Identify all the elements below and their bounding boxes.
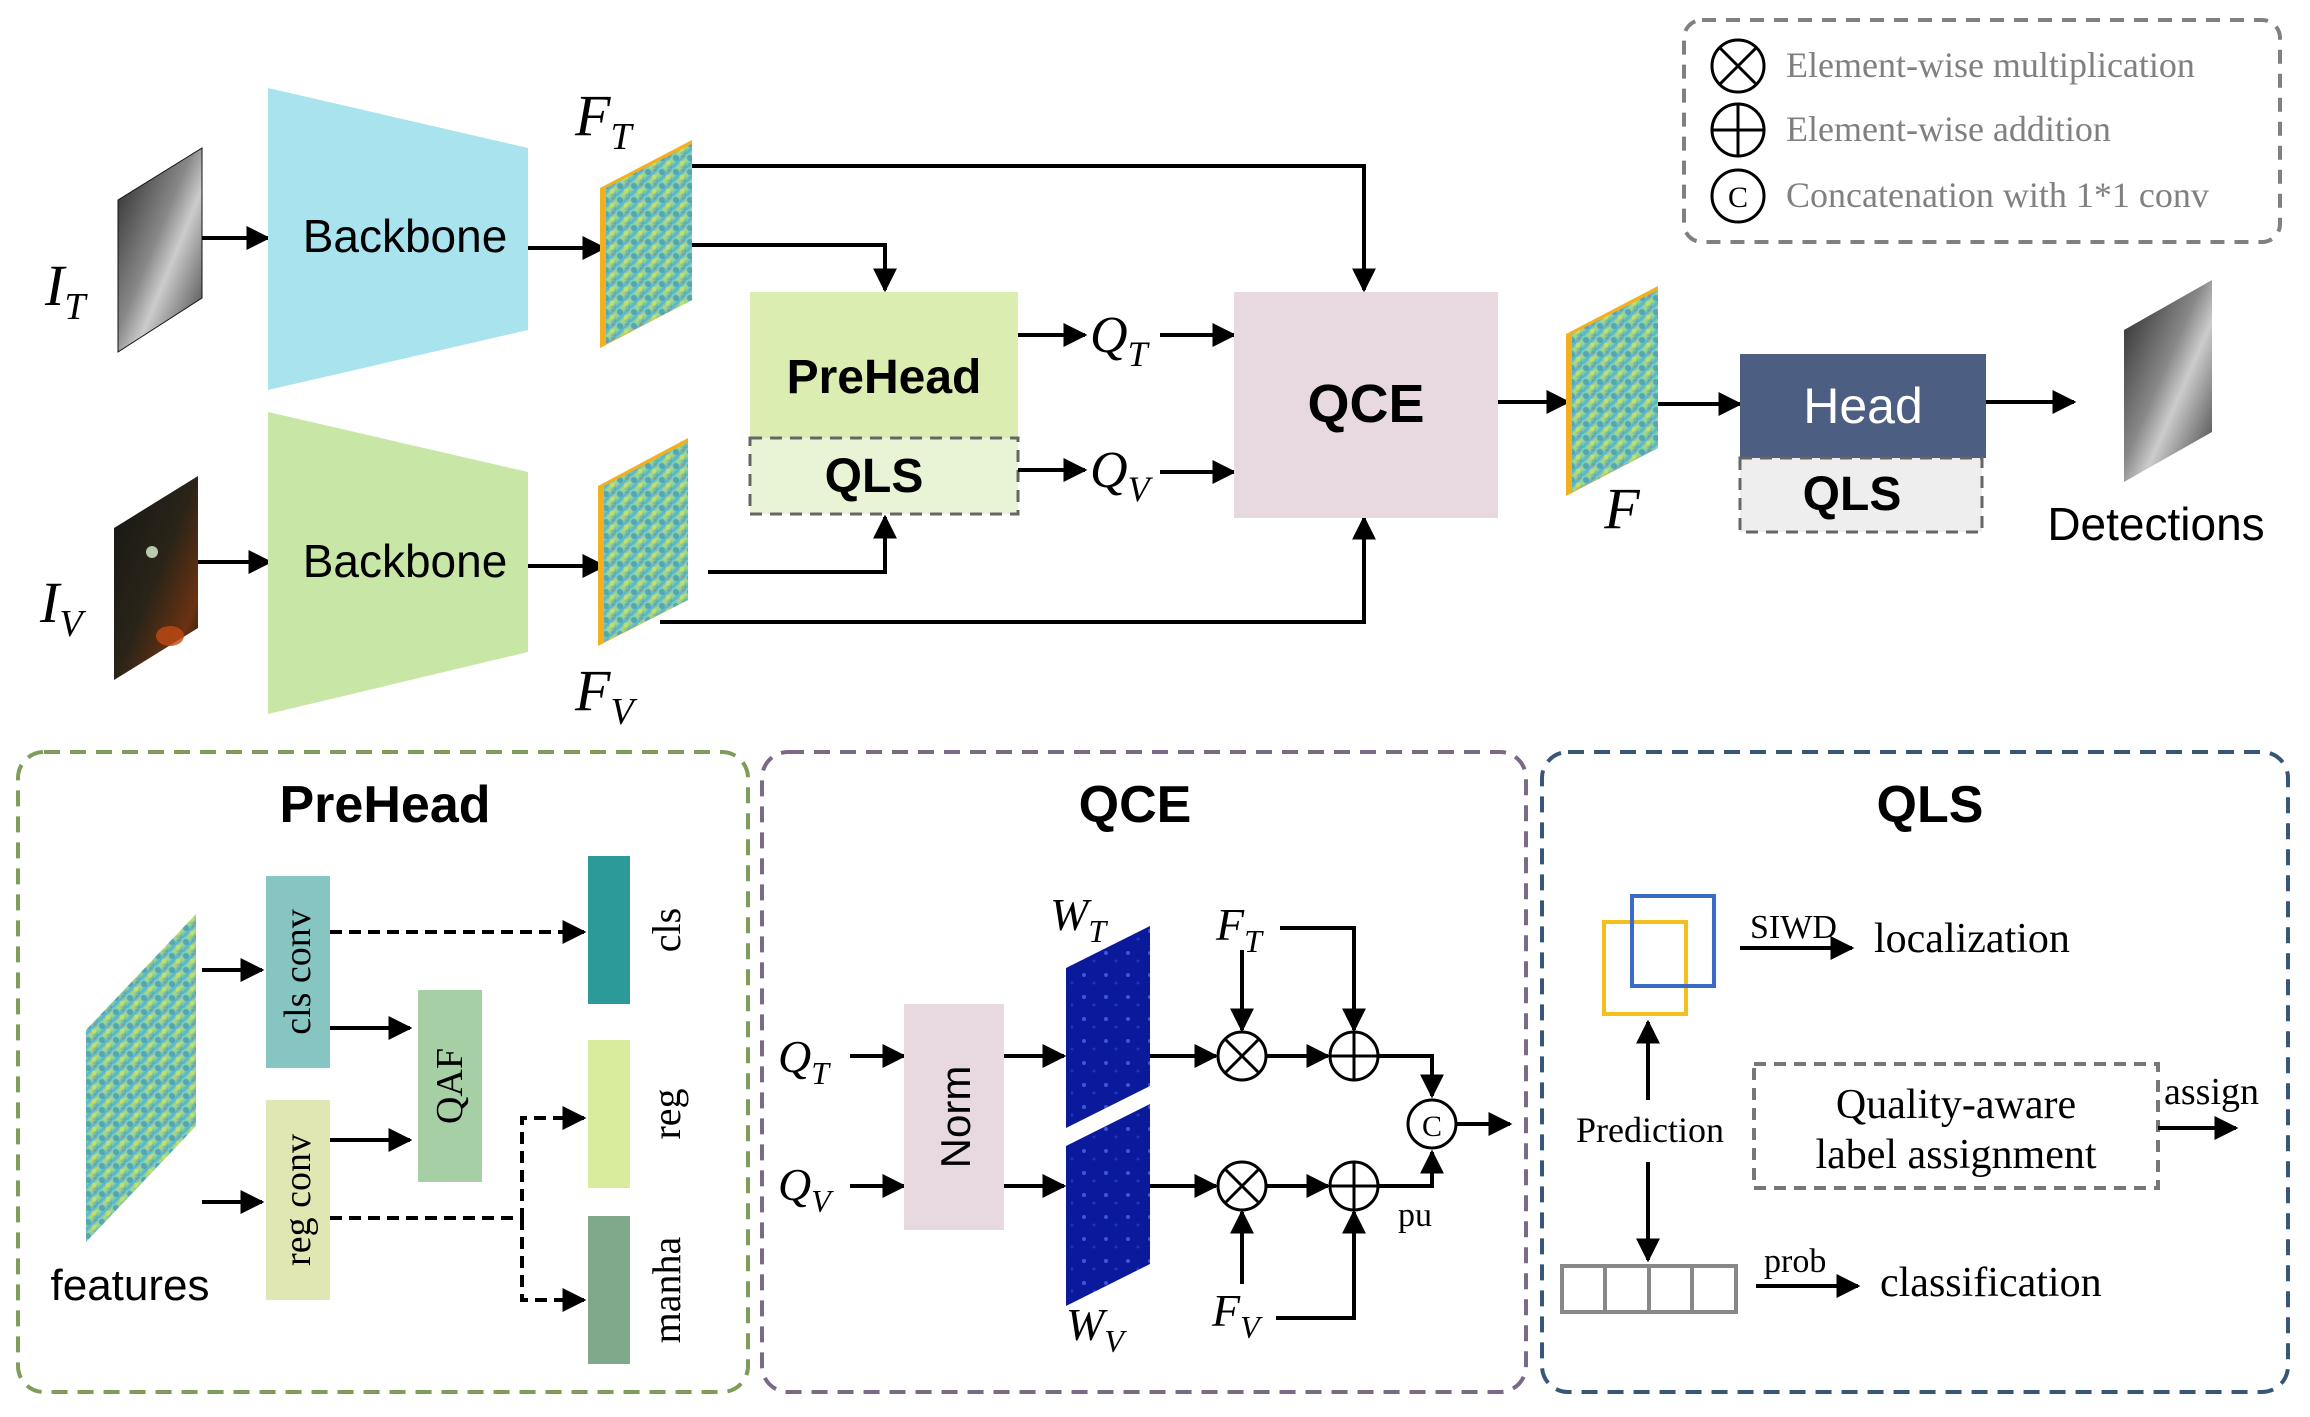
assign-label: assign: [2164, 1071, 2259, 1113]
label-q-v: QV: [1090, 442, 1154, 509]
localization-label: localization: [1874, 916, 2070, 962]
feature-map-thermal: [600, 140, 692, 348]
add-node-t: [1328, 1030, 1380, 1082]
siwd-label: SIWD: [1750, 909, 1837, 946]
prehead-panel: PreHead features cls conv reg conv QAF c…: [16, 750, 750, 1394]
manha-label: manha: [644, 1236, 689, 1343]
features-map: [86, 914, 196, 1242]
head-block-label: Head: [1803, 378, 1923, 434]
label-f: F: [1603, 476, 1640, 541]
backbone-thermal-label: Backbone: [303, 210, 508, 262]
qls-head-label: QLS: [1803, 468, 1902, 521]
label-w-v: WV: [1066, 1299, 1127, 1359]
norm-label: Norm: [932, 1066, 979, 1169]
input-visible-image: [114, 476, 198, 680]
concat-symbol-icon: C: [1710, 168, 1766, 224]
qce-block: [1234, 292, 1498, 518]
arrow-fv-qce: [660, 515, 1376, 624]
fused-feature-map: [1566, 286, 1658, 496]
qce-label-q-v: QV: [778, 1159, 834, 1219]
feature-map-visible: [598, 438, 688, 646]
arrow-add-t-concat: [1378, 1054, 1444, 1099]
multiply-node-t: [1216, 1030, 1268, 1082]
prehead-block: [750, 292, 1018, 438]
qaf-block: [418, 990, 482, 1182]
prob-vector: [1560, 1264, 1738, 1314]
label-f-v: FV: [574, 658, 637, 733]
arrow-ft-qce: [692, 164, 1376, 293]
add-node-v: [1328, 1160, 1380, 1212]
qls-panel-border: [1540, 750, 2290, 1394]
concat-node: C: [1406, 1098, 1458, 1150]
label-w-t: WT: [1050, 889, 1108, 949]
prehead-panel-title: PreHead: [280, 776, 491, 834]
arrow-add-v-concat: [1378, 1149, 1444, 1188]
label-f-t: FT: [574, 83, 634, 158]
weight-map-t: [1066, 926, 1150, 1128]
multiply-node-v: [1216, 1160, 1268, 1212]
detections-label: Detections: [2047, 498, 2264, 550]
legend-concat-label: Concatenation with 1*1 conv: [1786, 175, 2209, 215]
cls-label: cls: [644, 908, 689, 952]
qls-head-block: [1738, 456, 1984, 534]
head-block: [1740, 354, 1986, 458]
predicted-box-blue: [1630, 894, 1716, 988]
label-q-t: QT: [1090, 307, 1151, 374]
qce-label-f-t: FT: [1215, 899, 1264, 959]
quality-line-2: label assignment: [1815, 1132, 2096, 1178]
prediction-label: Prediction: [1576, 1110, 1724, 1150]
label-i-v: IV: [39, 570, 86, 645]
weight-map-v: [1066, 1104, 1150, 1306]
qaf-label: QAF: [429, 1048, 471, 1124]
cls-conv-block: [266, 876, 330, 1068]
classification-label: classification: [1880, 1260, 2102, 1306]
backbone-visible-label: Backbone: [303, 535, 508, 587]
arrow-ft-add: [1280, 926, 1366, 1033]
reg-conv-label: reg conv: [277, 1134, 319, 1266]
legend-box: [1682, 18, 2282, 244]
legend: Element-wise multiplication Element-wise…: [1682, 18, 2282, 244]
qls-panel-title: QLS: [1877, 776, 1984, 834]
legend-add-label: Element-wise addition: [1786, 109, 2111, 149]
qce-label-f-v: FV: [1211, 1285, 1263, 1345]
cls-conv-label: cls conv: [277, 909, 319, 1035]
prehead-panel-border: [16, 750, 750, 1394]
reg-conv-block: [266, 1100, 330, 1300]
features-label: features: [51, 1261, 210, 1310]
reg-block: [588, 1040, 630, 1188]
legend-multiply-label: Element-wise multiplication: [1786, 45, 2195, 85]
arrow-reg-conv-manha: [520, 1218, 587, 1312]
prob-label: prob: [1764, 1243, 1826, 1280]
qce-panel-title: QCE: [1079, 776, 1192, 834]
qce-label-q-t: QT: [778, 1031, 831, 1091]
input-thermal-image: [117, 147, 203, 353]
cls-block: [588, 856, 630, 1004]
qls-pre-block: [748, 436, 1020, 516]
quality-line-1: Quality-aware: [1836, 1082, 2076, 1128]
concat-node-text: C: [1422, 1110, 1442, 1143]
arrow-fv-qls: [708, 514, 897, 574]
qce-panel: QCE QT QV Norm WT WV FT FV: [760, 750, 1528, 1394]
qls-panel: QLS SIWD localization Prediction Quality…: [1540, 750, 2290, 1394]
prehead-block-label: PreHead: [787, 351, 982, 404]
multiply-symbol-icon: [1710, 38, 1766, 94]
qls-pre-label: QLS: [825, 450, 924, 503]
predicted-box-yellow: [1602, 920, 1688, 1016]
concat-symbol-text: C: [1728, 181, 1748, 214]
arrow-fv-add: [1276, 1209, 1366, 1320]
reg-label: reg: [644, 1088, 689, 1139]
backbone-visible: [268, 412, 528, 714]
arrow-ft-prehead: [692, 243, 897, 293]
pu-label: pu: [1398, 1197, 1432, 1234]
label-i-t: IT: [44, 253, 88, 328]
arrow-reg-conv-reg: [330, 1106, 587, 1220]
manha-block: [588, 1216, 630, 1364]
norm-block: [904, 1004, 1004, 1230]
detections-image: [2124, 280, 2212, 482]
add-symbol-icon: [1710, 102, 1766, 158]
qce-block-label: QCE: [1307, 374, 1424, 434]
backbone-thermal: [268, 88, 528, 390]
qce-panel-border: [760, 750, 1528, 1394]
